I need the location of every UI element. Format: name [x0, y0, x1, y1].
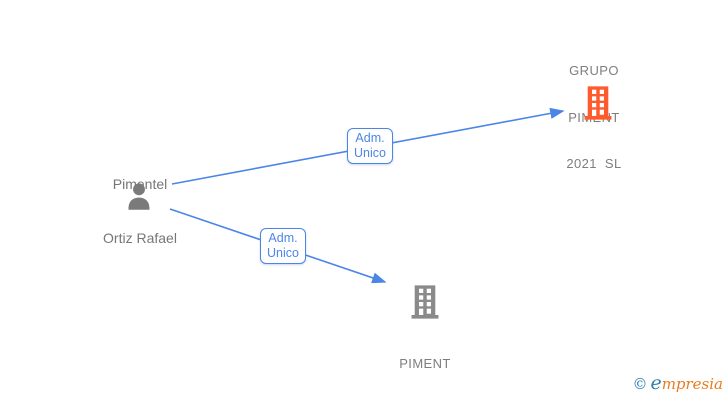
edge-label-line: Adm.	[355, 131, 385, 145]
person-name-line2: Ortiz Rafael	[103, 230, 177, 246]
building-icon-piment-hogar[interactable]	[406, 283, 444, 321]
building-icon-grupo-piment[interactable]	[579, 84, 617, 122]
edge-label-line: Unico	[354, 146, 386, 160]
empresia-logo-text: mpresia	[661, 375, 723, 393]
edge-label-line: Adm.	[268, 231, 298, 245]
empresia-watermark: ©empresia	[632, 372, 723, 394]
person-icon[interactable]	[122, 180, 156, 214]
edge-label-adm-unico-2: Adm. Unico	[260, 228, 306, 264]
company-label-line: 2021 SL	[566, 156, 622, 171]
edge-label-line: Unico	[267, 246, 299, 260]
edge-label-adm-unico-1: Adm. Unico	[347, 128, 393, 164]
company-label-line: PIMENT	[399, 356, 451, 371]
empresia-logo-e: e	[650, 372, 662, 394]
copyright-symbol: ©	[632, 375, 648, 393]
company-piment-hogar-label[interactable]: PIMENT HOGAR SL	[365, 325, 485, 400]
company-label-line: GRUPO	[569, 63, 619, 78]
